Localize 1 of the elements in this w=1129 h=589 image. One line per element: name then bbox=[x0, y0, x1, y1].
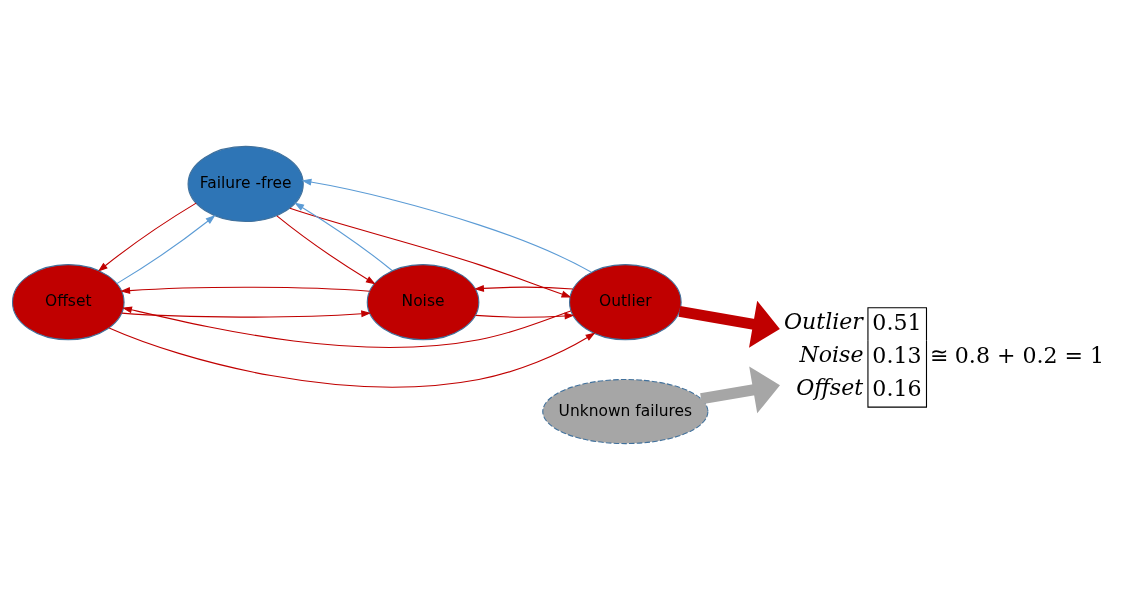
node-text: Outlier 0.51 Noise 0.13 ≅ 0.8 + 0.2 = 1 Offset 0.16 bbox=[783, 307, 1105, 401]
